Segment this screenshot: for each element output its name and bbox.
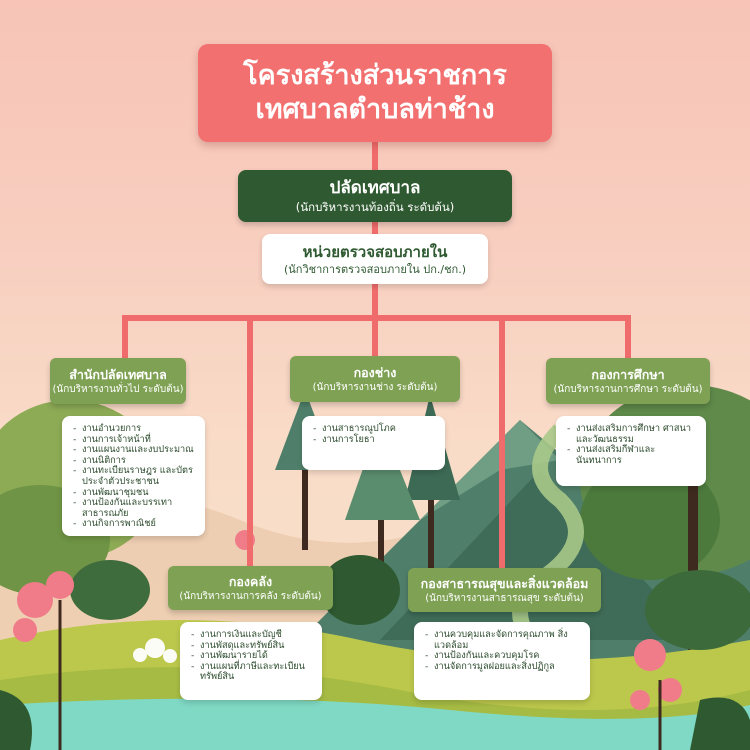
- title-line-2: เทศบาลตำบลท่าช้าง: [255, 94, 495, 125]
- internal-audit-box: หน่วยตรวจสอบภายใน (นักวิชาการตรวจสอบภายใ…: [262, 234, 488, 284]
- dept-name: สำนักปลัดเทศบาล: [69, 366, 167, 382]
- task-list-finance: งานการเงินและบัญชี งานพัสดุและทรัพย์สิน …: [180, 622, 322, 700]
- task-item: งานนิติการ: [73, 455, 199, 467]
- task-item: งานพัฒนาชุมชน: [73, 487, 199, 499]
- dept-name: กองสาธารณสุขและสิ่งแวดล้อม: [420, 575, 589, 591]
- dept-box-clerk-office: สำนักปลัดเทศบาล (นักบริหารงานทั่วไป ระดั…: [50, 358, 186, 404]
- task-item: งานแผนที่ภาษีและทะเบียน ทรัพย์สิน: [191, 661, 316, 683]
- task-list-clerk-office: งานอำนวยการ งานการเจ้าหน้าที่ งานแผนงานแ…: [62, 416, 205, 536]
- task-item: งานสาธารณูปโภค: [313, 423, 439, 435]
- dept-rank: (นักบริหารงานสาธารณสุข ระดับต้น): [425, 592, 584, 604]
- dept-name: กองคลัง: [228, 573, 273, 589]
- task-item: งานควบคุมและจัดการคุณภาพ สิ่งแวดล้อม: [425, 629, 584, 651]
- dept-box-engineering: กองช่าง (นักบริหารงานช่าง ระดับต้น): [290, 356, 460, 402]
- internal-audit-name: หน่วยตรวจสอบภายใน: [302, 242, 448, 261]
- task-item: งานแผนงานและงบประมาณ: [73, 445, 199, 456]
- title-line-1: โครงสร้างส่วนราชการ: [243, 60, 507, 91]
- internal-audit-rank: (นักวิชาการตรวจสอบภายใน ปก./ชก.): [283, 262, 467, 276]
- chart-title-banner: โครงสร้างส่วนราชการ เทศบาลตำบลท่าช้าง: [198, 44, 552, 142]
- task-item: งานส่งเสริมกีฬาและ นันทนาการ: [567, 444, 700, 466]
- task-list-education: งานส่งเสริมการศึกษา ศาสนา และวัฒนธรรม งา…: [556, 416, 706, 486]
- task-item: งานการเจ้าหน้าที่: [73, 434, 199, 446]
- task-list-engineering: งานสาธารณูปโภค งานการโยธา: [302, 416, 445, 470]
- task-item: งานการเงินและบัญชี: [191, 629, 316, 641]
- dept-name: กองการศึกษา: [591, 366, 665, 382]
- dept-rank: (นักบริหารงานการคลัง ระดับต้น): [179, 590, 322, 602]
- task-item: งานส่งเสริมการศึกษา ศาสนา และวัฒนธรรม: [567, 423, 700, 445]
- task-item: งานทะเบียนราษฎร และบัตรประจำตัวประชาชน: [73, 466, 199, 487]
- task-list-public-health: งานควบคุมและจัดการคุณภาพ สิ่งแวดล้อม งาน…: [414, 622, 590, 700]
- task-item: งานอำนวยการ: [73, 423, 199, 435]
- dept-rank: (นักบริหารงานช่าง ระดับต้น): [312, 381, 438, 393]
- dept-box-finance: กองคลัง (นักบริหารงานการคลัง ระดับต้น): [168, 566, 333, 610]
- dept-rank: (นักบริหารงานการศึกษา ระดับต้น): [553, 383, 703, 395]
- task-item: งานป้องกันและควบคุมโรค: [425, 651, 584, 662]
- task-item: งานพัสดุและทรัพย์สิน: [191, 640, 316, 652]
- task-item: งานจัดการมูลฝอยและสิ่งปฏิกูล: [425, 661, 584, 673]
- head-position-rank: (นักบริหารงานท้องถิ่น ระดับต้น): [295, 200, 455, 214]
- task-item: งานพัฒนารายได้: [191, 651, 316, 662]
- head-position-name: ปลัดเทศบาล: [329, 178, 421, 198]
- dept-box-education: กองการศึกษา (นักบริหารงานการศึกษา ระดับต…: [546, 358, 710, 404]
- dept-rank: (นักบริหารงานทั่วไป ระดับต้น): [52, 383, 184, 395]
- dept-box-public-health: กองสาธารณสุขและสิ่งแวดล้อม (นักบริหารงาน…: [408, 568, 601, 612]
- dept-name: กองช่าง: [353, 364, 397, 380]
- task-item: งานป้องกันและบรรเทา สาธารณภัย: [73, 497, 199, 519]
- task-item: งานการโยธา: [313, 434, 439, 446]
- head-position-box: ปลัดเทศบาล (นักบริหารงานท้องถิ่น ระดับต้…: [238, 170, 512, 222]
- task-item: งานกิจการพาณิชย์: [73, 519, 199, 530]
